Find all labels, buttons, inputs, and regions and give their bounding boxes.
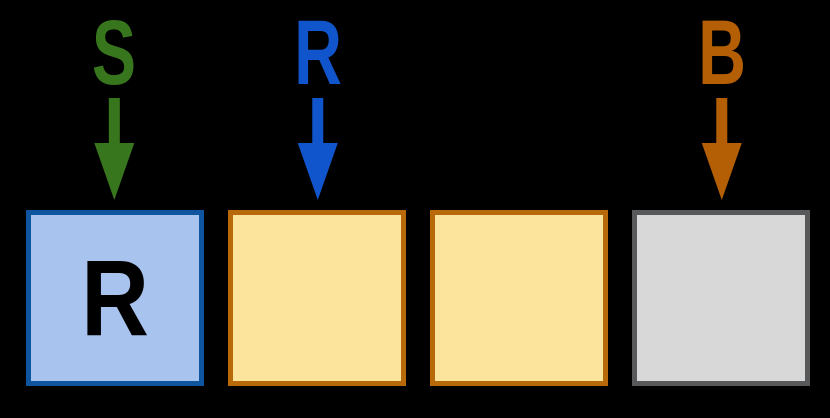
cell-yellow-2: [430, 210, 608, 386]
cell-blue-label: R: [81, 237, 149, 358]
pointer-r-label: R: [294, 2, 342, 104]
cell-blue: R: [26, 210, 204, 386]
pointer-s: S: [83, 7, 144, 200]
down-arrow-icon: [297, 98, 338, 200]
pointer-b: B: [689, 7, 755, 200]
down-arrow-icon: [701, 98, 742, 200]
cell-yellow-1: [228, 210, 406, 386]
down-arrow-icon: [94, 98, 134, 200]
pointer-r: R: [285, 7, 351, 200]
pointer-b-label: B: [698, 2, 746, 104]
pointer-s-label: S: [91, 2, 137, 104]
cell-gray: [632, 210, 810, 386]
